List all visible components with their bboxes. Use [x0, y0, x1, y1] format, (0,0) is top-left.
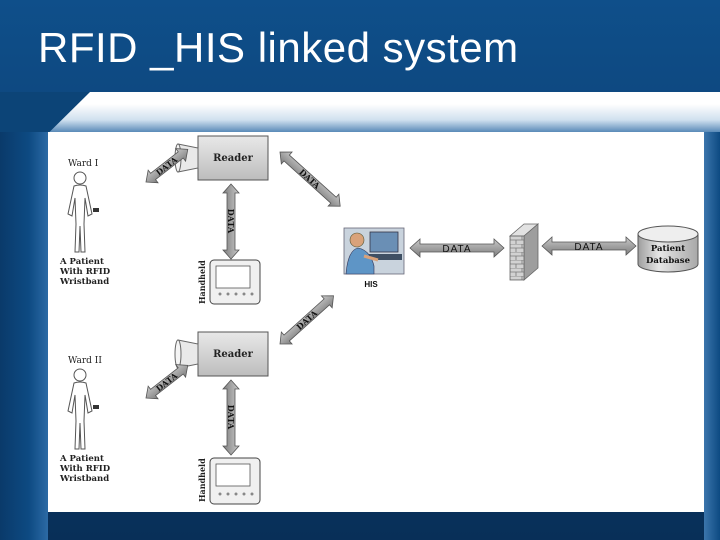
- reader-1: Reader: [174, 135, 269, 181]
- ward-2-group: Ward II A Patient With RFID Wristband: [59, 356, 111, 484]
- rfid-diagram: Ward I A Patient With RFID Wristband Rea…: [48, 132, 704, 512]
- ward-1-wristband-icon: [93, 208, 99, 212]
- data-arrow-reader1-his: DATA: [279, 151, 341, 207]
- data-arrow-reader2-his: DATA: [279, 295, 334, 345]
- patient-database-icon: Patient Database: [637, 225, 699, 273]
- right-decor-bar: [704, 132, 720, 540]
- ward-1-patient-line3: Wristband: [59, 277, 109, 287]
- database-label-line1: Patient: [651, 244, 685, 254]
- ward-1-patient-icon: [67, 171, 93, 253]
- reader-2-box: [197, 331, 269, 377]
- ward-1-group: Ward I A Patient With RFID Wristband: [59, 159, 111, 287]
- ward-2-patient-line1: A Patient: [59, 454, 104, 464]
- header-band: [0, 92, 720, 132]
- reader-1-label: Reader: [213, 153, 254, 164]
- ward-2-patient-icon: [67, 368, 93, 450]
- database-label-line2: Database: [646, 256, 691, 266]
- data-arrow-firewall-database: DATA: [541, 236, 637, 256]
- ward-2-wristband-icon: [93, 405, 99, 409]
- ward-1-patient-line1: A Patient: [59, 257, 104, 267]
- data-label: DATA: [442, 244, 471, 255]
- handheld-2-label: Handheld: [197, 458, 207, 502]
- ward-1-label: Ward I: [68, 159, 99, 169]
- his-workstation-icon: [343, 227, 405, 275]
- ward-2-patient-line2: With RFID: [59, 464, 111, 474]
- handheld-1-label: Handheld: [197, 260, 207, 304]
- reader-1-box: [197, 135, 269, 181]
- data-arrow-reader2-handheld2: DATA: [222, 379, 240, 456]
- data-arrow-patient2-reader2: DATA: [145, 364, 189, 400]
- data-label: DATA: [226, 405, 236, 430]
- left-decor-bar: [0, 132, 48, 540]
- handheld-2-icon: Handheld: [197, 457, 261, 505]
- ward-2-label: Ward II: [68, 356, 102, 366]
- data-label: DATA: [574, 242, 603, 253]
- slide-title: RFID _HIS linked system: [38, 24, 519, 71]
- firewall-icon: [508, 223, 540, 281]
- reader-2-antenna-lens: [174, 339, 182, 369]
- his-label: HIS: [364, 280, 378, 289]
- handheld-1-icon: Handheld: [197, 259, 261, 305]
- data-label: DATA: [226, 209, 236, 234]
- data-arrow-his-firewall: DATA: [409, 238, 505, 258]
- reader-2: Reader: [174, 331, 269, 377]
- data-arrow-reader1-handheld1: DATA: [222, 183, 240, 260]
- ward-2-patient-line3: Wristband: [59, 474, 109, 484]
- ward-1-patient-line2: With RFID: [59, 267, 111, 277]
- reader-2-label: Reader: [213, 349, 254, 360]
